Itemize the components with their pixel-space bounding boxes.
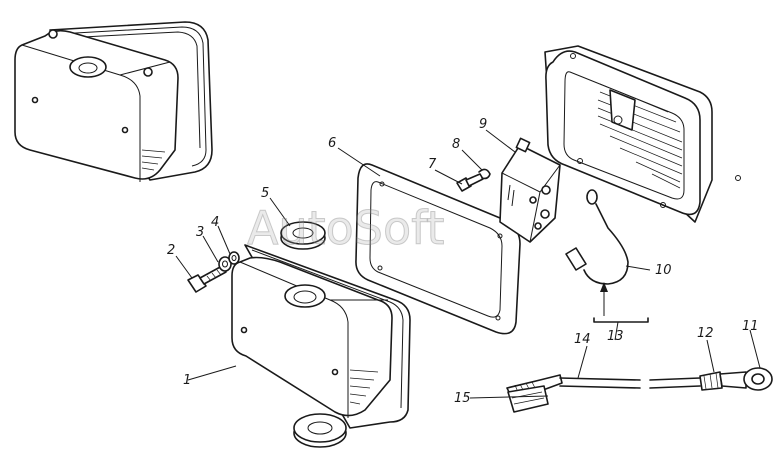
grommet-part-5 (280, 221, 326, 250)
label-1: 1 (183, 373, 191, 388)
label-4: 4 (211, 215, 219, 230)
label-6: 6 (328, 136, 336, 151)
label-8: 8 (452, 137, 460, 152)
label-2: 2 (167, 243, 175, 258)
lock-washer-part-4 (228, 251, 240, 265)
housing-cover-part-1 (231, 244, 411, 429)
leader-lines (175, 129, 761, 399)
label-7: 7 (428, 157, 437, 172)
label-11: 11 (742, 319, 759, 334)
label-5: 5 (261, 186, 269, 201)
screw-part-2 (187, 265, 227, 293)
screw-part-7 (456, 173, 484, 192)
switch-block-part-9 (499, 137, 561, 243)
watermark-text: AutoSoft (247, 201, 445, 255)
part-labels: 1 2 3 4 5 6 7 8 9 10 11 12 13 14 15 (167, 117, 759, 406)
assembled-housing-top-left (14, 21, 213, 182)
label-13: 13 (607, 329, 624, 344)
washer-part-8 (478, 168, 491, 180)
washer-part-3 (218, 256, 232, 272)
grommet-bottom (293, 413, 347, 448)
back-housing-top-right (544, 45, 741, 223)
label-3: 3 (196, 225, 204, 240)
label-14: 14 (574, 332, 591, 347)
label-15: 15 (454, 391, 471, 406)
label-12: 12 (697, 326, 714, 341)
gasket-part-6 (355, 163, 521, 335)
label-9: 9 (479, 117, 487, 132)
wire-part-10 (565, 189, 629, 285)
wire-assembly-part-13 (506, 282, 773, 413)
label-10: 10 (655, 263, 672, 278)
